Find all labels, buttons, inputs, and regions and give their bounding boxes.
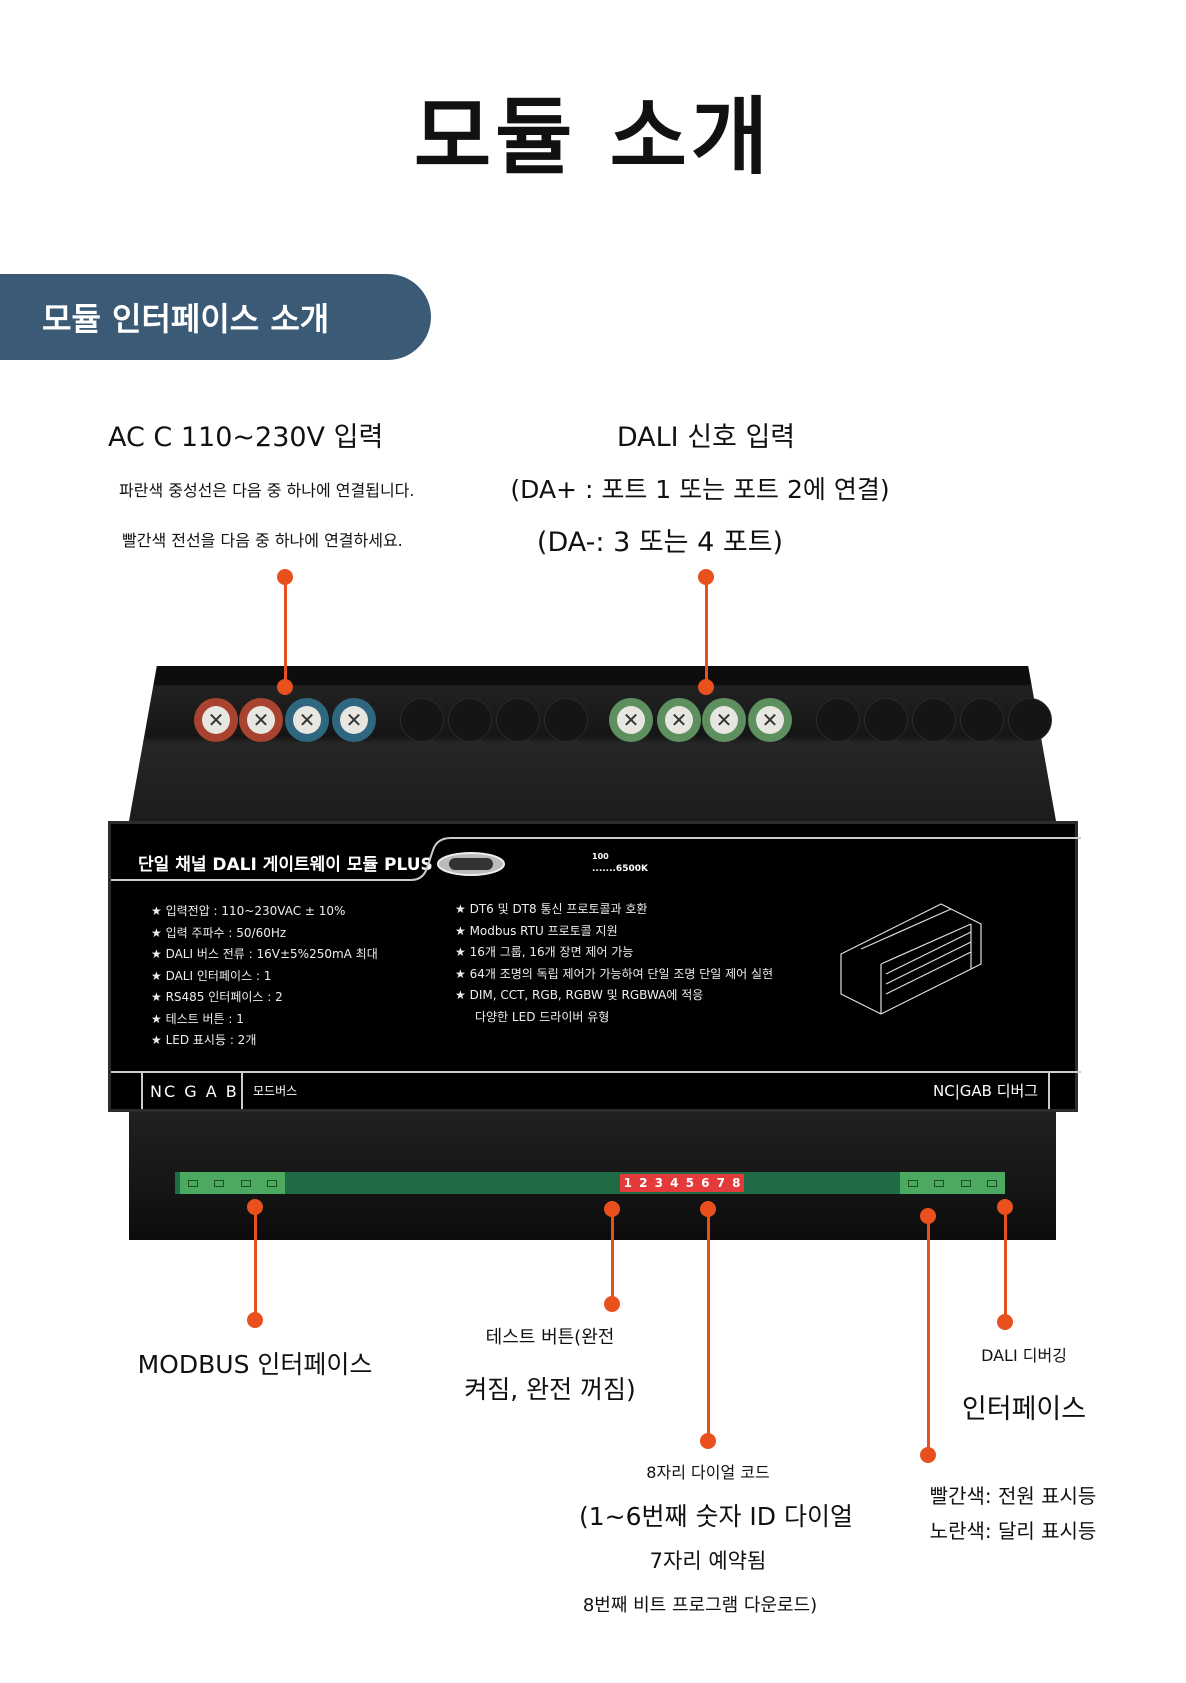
- debug-callout-1: DALI 디버깅: [981, 1346, 1067, 1365]
- dial-callout-2: (1~6번째 숫자 ID 다이얼: [579, 1502, 853, 1531]
- spec-item: ★ DALI 인터페이스 : 1: [151, 968, 272, 983]
- empty-terminal-slot: [448, 698, 492, 742]
- label-title: 단일 채널 DALI 게이트웨이 모듈 PLUS: [138, 855, 433, 875]
- screw-terminal: ✕: [748, 698, 792, 742]
- screw-icon: ✕: [710, 706, 738, 734]
- spec-item: ★ DT6 및 DT8 통신 프로토콜과 호환: [455, 902, 648, 916]
- empty-terminal-slot: [960, 698, 1004, 742]
- dip-switch-2[interactable]: 2: [639, 1176, 648, 1190]
- screw-icon: ✕: [247, 706, 275, 734]
- debug-pins: NC|GAB 디버그: [933, 1082, 1039, 1100]
- dial-callout-4: 8번째 비트 프로그램 다운로드): [582, 1595, 818, 1616]
- pcb-strip: [175, 1172, 1005, 1194]
- cct-top: 100: [592, 852, 609, 861]
- specs-left: ★ 입력전압 : 110~230VAC ± 10% ★ 입력 주파수 : 50/6…: [151, 902, 378, 1053]
- empty-terminal-slot: [496, 698, 540, 742]
- callout-dot-ac: [277, 569, 293, 585]
- test-callout-1: 테스트 버튼(완전: [485, 1327, 615, 1348]
- callout-dot-led: [920, 1447, 936, 1463]
- dali-input-note-1: (DA+ : 포트 1 또는 포트 2에 연결): [510, 475, 890, 504]
- spec-item: ★ RS485 인터페이스 : 2: [151, 990, 283, 1004]
- callout-dot-debug: [997, 1314, 1013, 1330]
- dial-callout-1: 8자리 다이얼 코드: [646, 1463, 770, 1482]
- device-outline-drawing: [840, 903, 982, 1015]
- label-divider: [111, 837, 1081, 881]
- ac-input-note-1: 파란색 중성선은 다음 중 하나에 연결됩니다.: [119, 481, 415, 500]
- device-label-panel: 단일 채널 DALI 게이트웨이 모듈 PLUS 100 .......6500…: [108, 821, 1081, 1112]
- screw-icon: ✕: [293, 706, 321, 734]
- dali-input-title: DALI 신호 입력: [616, 422, 796, 453]
- dip-switch-8[interactable]: 8: [732, 1176, 741, 1190]
- empty-terminal-slot: [864, 698, 908, 742]
- modbus-callout: MODBUS 인터페이스: [137, 1350, 373, 1379]
- modbus-label: 모드버스: [253, 1084, 298, 1098]
- screw-icon: ✕: [617, 706, 645, 734]
- section-banner: 모듈 인터페이스 소개: [0, 274, 431, 360]
- spec-item: ★ 16개 그룹, 16개 장면 제어 가능: [455, 945, 634, 959]
- led-callout-1: 빨간색: 전원 표시등: [929, 1484, 1097, 1508]
- led-callout-2: 노란색: 달리 표시등: [929, 1519, 1097, 1543]
- debug-callout-2: 인터페이스: [961, 1394, 1087, 1425]
- spec-item: ★ 입력 주파수 : 50/60Hz: [151, 925, 287, 940]
- callout-dot-dali: [698, 569, 714, 585]
- spec-item: ★ DALI 버스 전류 : 16V±5%250mA 최대: [151, 947, 378, 961]
- modbus-terminal: [180, 1172, 285, 1194]
- ac-input-title: AC C 110~230V 입력: [108, 422, 384, 453]
- dial-callout-3: 7자리 예약됨: [649, 1549, 767, 1573]
- ac-input-note-2: 빨간색 전선을 다음 중 하나에 연결하세요.: [122, 531, 403, 550]
- dip-switch-7[interactable]: 7: [716, 1176, 725, 1190]
- spec-item: ★ DIM, CCT, RGB, RGBW 및 RGBWA에 적응: [455, 988, 704, 1002]
- screw-terminal: ✕: [239, 698, 283, 742]
- page-title: 모듈 소개: [413, 88, 773, 186]
- dip-switch-6[interactable]: 6: [701, 1176, 710, 1190]
- screw-icon: ✕: [340, 706, 368, 734]
- empty-terminal-slot: [400, 698, 444, 742]
- dip-switch-5[interactable]: 5: [685, 1176, 694, 1190]
- callout-dot-test: [604, 1296, 620, 1312]
- cct-range: .......6500K: [592, 864, 648, 874]
- empty-terminal-slot: [912, 698, 956, 742]
- screw-terminal: ✕: [332, 698, 376, 742]
- dip-switch-4[interactable]: 4: [670, 1176, 679, 1190]
- callout-dot-modbus: [247, 1312, 263, 1328]
- modbus-pins: NC G A B: [150, 1082, 239, 1101]
- dali-input-note-2: (DA-: 3 또는 4 포트): [536, 527, 784, 558]
- debug-terminal: [900, 1172, 1005, 1194]
- test-callout-2: 켜짐, 완전 꺼짐): [464, 1375, 636, 1404]
- spec-item: 다양한 LED 드라이버 유형: [475, 1009, 610, 1024]
- spec-item: ★ 테스트 버튼 : 1: [151, 1011, 244, 1026]
- spec-item: ★ 입력전압 : 110~230VAC ± 10%: [151, 904, 346, 918]
- label-bottom-divider: [111, 1071, 1081, 1073]
- screw-terminal: ✕: [609, 698, 653, 742]
- empty-terminal-slot: [816, 698, 860, 742]
- screw-terminal: ✕: [194, 698, 238, 742]
- dip-switch-1[interactable]: 1: [623, 1176, 632, 1190]
- dip-switch-3[interactable]: 3: [654, 1176, 663, 1190]
- empty-terminal-slot: [544, 698, 588, 742]
- screw-icon: ✕: [756, 706, 784, 734]
- device-top-housing: [129, 666, 1056, 821]
- screw-icon: ✕: [202, 706, 230, 734]
- spec-item: ★ 64개 조명의 독립 제어가 가능하여 단일 조명 단일 제어 실현: [455, 966, 774, 981]
- callout-dot-dial: [700, 1433, 716, 1449]
- screw-terminal: ✕: [702, 698, 746, 742]
- screw-icon: ✕: [665, 706, 693, 734]
- spec-item: ★ LED 표시등 : 2개: [151, 1033, 257, 1047]
- screw-terminal: ✕: [657, 698, 701, 742]
- specs-right: ★ DT6 및 DT8 통신 프로토콜과 호환 ★ Modbus RTU 프로토콜…: [455, 900, 773, 1029]
- screw-terminal: ✕: [285, 698, 329, 742]
- spec-item: ★ Modbus RTU 프로토콜 지원: [455, 923, 618, 938]
- empty-terminal-slot: [1008, 698, 1052, 742]
